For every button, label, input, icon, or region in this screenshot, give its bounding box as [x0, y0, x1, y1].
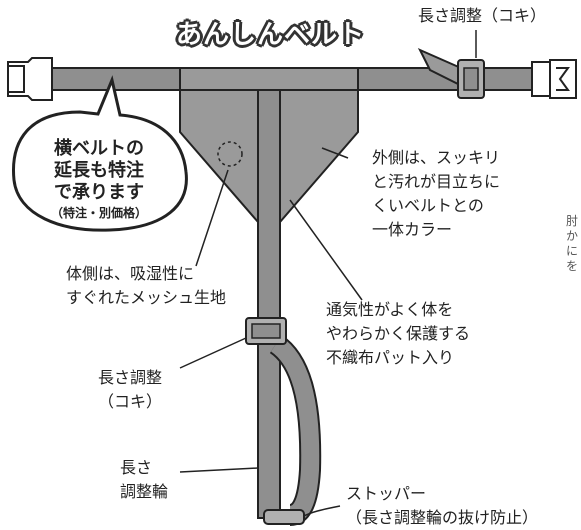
stopper: [263, 509, 305, 525]
pad-top: [179, 67, 359, 91]
left-buckle: [7, 57, 53, 101]
callout-text: 横ベルトの 延長も特注 で承ります （特注・別価格）: [18, 138, 180, 222]
label-mid-adjuster: 長さ調整 （コキ）: [98, 366, 162, 414]
label-outer-line-3: くいベルトとの: [372, 196, 484, 215]
label-stopper: ストッパー （長さ調整輪の抜け防止）: [346, 482, 538, 530]
label-fabric-line-2: やわらかく保護する: [326, 324, 471, 343]
label-ring: 長さ 調整輪: [120, 456, 168, 504]
label-ring-line-2: 調整輪: [120, 482, 169, 501]
leader-lines: [179, 30, 477, 517]
label-inner-line-1: 体側は、吸湿性に: [66, 264, 195, 283]
label-fabric: 通気性がよく体を やわらかく保護する 不織布パット入り: [326, 298, 470, 370]
callout-line-1: 横ベルトの: [54, 138, 144, 159]
label-top-adjuster: 長さ調整（コキ）: [418, 6, 547, 25]
label-stopper-line-1: ストッパー: [346, 484, 427, 503]
right-buckle: [531, 59, 577, 99]
label-outer-line-4: 一体カラー: [372, 220, 453, 239]
label-inner-line-2: すぐれたメッシュ生地: [66, 288, 227, 307]
label-outer: 外側は、スッキリ と汚れが目立ちに くいベルトとの 一体カラー: [372, 146, 500, 242]
label-mid-adjuster-line-1: 長さ調整: [98, 368, 163, 387]
label-mid-adjuster-line-2: （コキ）: [98, 392, 163, 411]
callout-line-2: 延長も特注: [54, 160, 144, 181]
label-outer-line-1: 外側は、スッキリ: [372, 148, 501, 167]
diagram-title: あんしんベルト: [176, 20, 366, 50]
callout-bubble: [12, 75, 188, 232]
label-stopper-line-2: （長さ調整輪の抜け防止）: [346, 508, 539, 527]
side-vertical-text: 肘かにを: [566, 214, 579, 273]
callout-line-4: （特注・別価格）: [50, 206, 147, 220]
label-inner: 体側は、吸湿性に すぐれたメッシュ生地: [66, 262, 226, 310]
label-fabric-line-3: 不織布パット入り: [326, 348, 455, 367]
label-fabric-line-1: 通気性がよく体を: [326, 300, 454, 319]
mesh-marker: [217, 141, 243, 167]
label-ring-line-1: 長さ: [120, 458, 153, 477]
vertical-belt: [257, 89, 281, 519]
label-outer-line-2: と汚れが目立ちに: [372, 172, 501, 191]
callout-line-3: で承ります: [54, 182, 144, 203]
